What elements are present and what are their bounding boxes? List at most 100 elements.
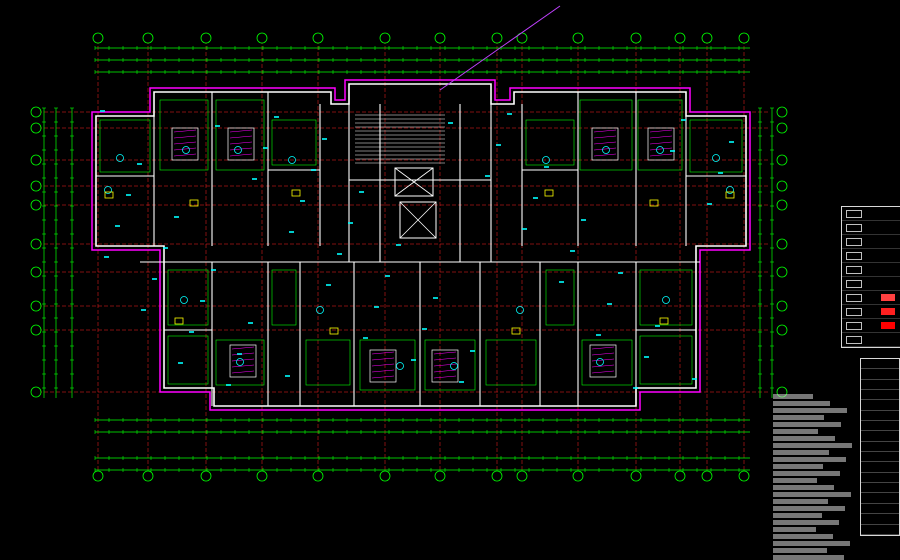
room-label-mark <box>285 375 290 377</box>
room-label-mark <box>178 362 183 364</box>
bed-hatch <box>649 135 673 139</box>
bed-hatch <box>433 375 457 379</box>
building-outline <box>91 79 751 411</box>
axis-bubble <box>30 300 42 312</box>
axis-bubble <box>776 300 788 312</box>
room-label-mark <box>248 322 253 324</box>
bed-hatch <box>433 357 457 361</box>
fixture-symbol <box>234 146 242 154</box>
note-line <box>773 457 846 462</box>
axis-bubble <box>142 32 154 44</box>
bed-hatch <box>649 129 673 133</box>
room-label-mark <box>115 225 120 227</box>
bed-hatch <box>229 153 253 157</box>
room-label-mark <box>385 275 390 277</box>
fixture <box>659 317 669 325</box>
legend-swatch <box>881 294 895 301</box>
bed-hatch <box>649 141 673 145</box>
area-table-row <box>861 493 899 504</box>
axis-bubble <box>674 32 686 44</box>
axis-bubble <box>738 32 750 44</box>
legend-row <box>842 277 900 291</box>
room-label-mark <box>422 328 427 330</box>
room <box>215 99 265 171</box>
axis-bubble <box>30 180 42 192</box>
axis-bubble <box>30 199 42 211</box>
fixture <box>329 327 339 335</box>
legend-symbol <box>846 336 862 344</box>
room-label-mark <box>729 141 734 143</box>
note-line <box>773 527 816 532</box>
room-label-mark <box>507 113 512 115</box>
room <box>581 339 633 386</box>
bed-hatch <box>371 351 395 355</box>
fixtures <box>100 110 735 389</box>
elevator-shaft <box>394 167 434 197</box>
bed-hatch <box>173 135 197 139</box>
room-label-mark <box>570 250 575 252</box>
legend-row <box>842 263 900 277</box>
axis-bubble <box>30 266 42 278</box>
elevator-cross <box>399 201 437 239</box>
room <box>545 269 575 326</box>
room-label-mark <box>633 387 638 389</box>
fixture-symbol <box>726 186 734 194</box>
axis-bubble <box>30 122 42 134</box>
bed-hatch <box>433 369 457 373</box>
axis-bubble <box>142 470 154 482</box>
elevator-shaft <box>399 201 437 239</box>
note-line <box>773 492 851 497</box>
note-line <box>773 534 833 539</box>
fixture <box>511 327 521 335</box>
axis-bubble <box>572 470 584 482</box>
axis-bubbles <box>30 32 788 482</box>
room-label-mark <box>433 297 438 299</box>
building-walls <box>91 79 751 411</box>
area-table-row <box>861 390 899 401</box>
fixture-symbol <box>116 154 124 162</box>
room <box>485 339 537 386</box>
fixture <box>189 199 199 207</box>
axis-bubble <box>776 122 788 134</box>
room-label-mark <box>104 256 109 258</box>
bed-hatch <box>229 135 253 139</box>
note-line <box>773 464 823 469</box>
bed-hatch <box>593 147 617 151</box>
legend-row <box>842 319 900 333</box>
bed-hatch <box>173 141 197 145</box>
room <box>215 339 265 386</box>
area-table-row <box>861 452 899 463</box>
note-line <box>773 520 839 525</box>
fixture-symbol <box>104 186 112 194</box>
room-label-mark <box>655 325 660 327</box>
bed-hatch <box>593 141 617 145</box>
bed-hatch <box>229 129 253 133</box>
bed-hatch <box>173 147 197 151</box>
leader-line <box>439 5 561 91</box>
room-label-mark <box>252 178 257 180</box>
axis-bubble <box>572 32 584 44</box>
bed-hatch <box>229 141 253 145</box>
bed-hatch <box>591 370 615 374</box>
fixture <box>544 189 554 197</box>
note-line <box>773 401 830 406</box>
fixture-symbol <box>656 146 664 154</box>
bed-hatch <box>593 129 617 133</box>
room-label-mark <box>544 166 549 168</box>
room-label-mark <box>337 253 342 255</box>
axis-bubble <box>200 470 212 482</box>
bed-hatch <box>229 147 253 151</box>
room <box>271 119 317 166</box>
room-label-mark <box>126 194 131 196</box>
area-table <box>860 358 900 536</box>
room-label-mark <box>163 247 168 249</box>
axis-bubble <box>256 470 268 482</box>
room-label-mark <box>137 163 142 165</box>
room-label-mark <box>237 353 242 355</box>
bed <box>589 344 617 378</box>
bed <box>171 127 199 161</box>
axis-bubble <box>200 32 212 44</box>
bed-hatch <box>593 153 617 157</box>
note-line <box>773 471 840 476</box>
room-label-mark <box>496 144 501 146</box>
